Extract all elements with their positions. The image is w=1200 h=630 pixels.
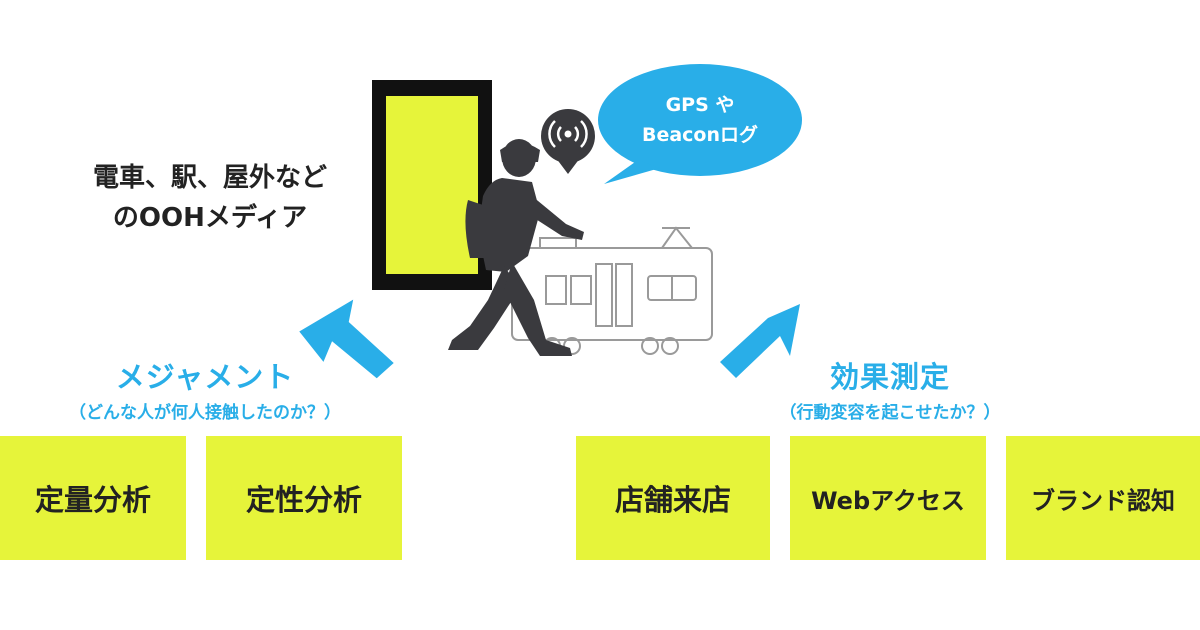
speech-bubble [598, 64, 802, 184]
bubble-line1: GPS や [665, 94, 735, 116]
brand-awareness-box: ブランド認知 [1006, 436, 1200, 560]
ooh-media-label-line2: のOOHメディア [112, 203, 308, 233]
beacon-signal-icon [541, 109, 595, 174]
qualitative-analysis-box: 定性分析 [206, 436, 402, 560]
ooh-media-label-line1: 電車、駅、屋外など [92, 163, 327, 193]
billboard-icon [372, 80, 492, 290]
ooh-media-label: 電車、駅、屋外など のOOHメディア [60, 158, 360, 238]
effect-subtitle: （行動変容を起こせたか？） [779, 403, 1001, 423]
arrow-down-left-icon [299, 299, 394, 379]
effect-title: 効果測定 [829, 360, 950, 394]
web-access-box: Webアクセス [790, 436, 986, 560]
bubble-text: GPS や Beaconログ [600, 90, 800, 150]
bubble-line2: Beaconログ [641, 124, 759, 146]
measurement-title: メジャメント [115, 360, 295, 394]
quantitative-analysis-box: 定量分析 [0, 436, 186, 560]
arrow-down-right-icon [720, 304, 800, 378]
walking-person-icon [448, 139, 584, 356]
measurement-subtitle: （どんな人が何人接触したのか？） [69, 403, 341, 423]
store-visit-box: 店舗来店 [576, 436, 770, 560]
